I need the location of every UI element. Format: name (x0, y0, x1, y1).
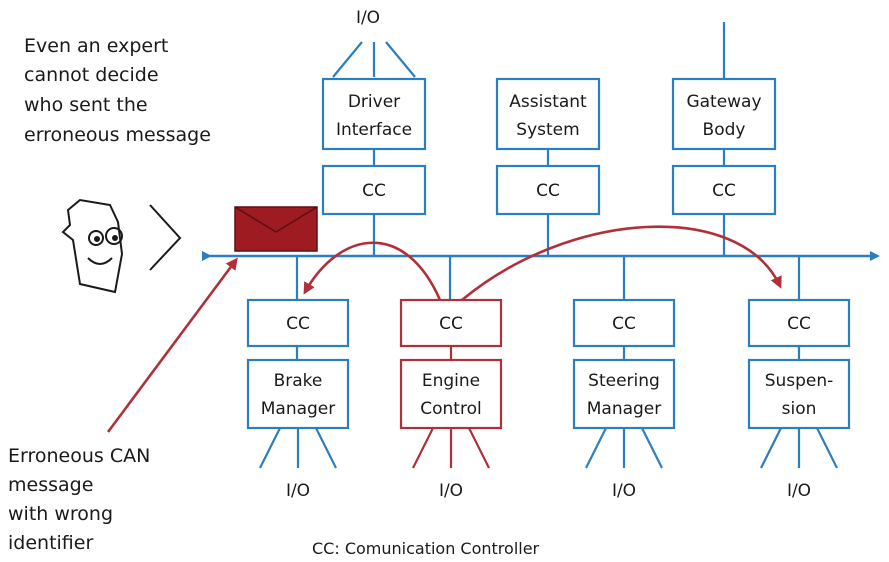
node-driver-interface: Driver Interface CC (321, 77, 427, 256)
node-suspension: CC Suspen- sion I/O (747, 256, 851, 501)
svg-text:Manager: Manager (261, 399, 336, 419)
expert-note: Even an expert cannot decide who sent th… (24, 35, 211, 146)
error-arrow-to-brake (303, 241, 442, 301)
face-icon (61, 198, 182, 294)
svg-text:sion: sion (782, 399, 817, 419)
node-brake-manager: CC Brake Manager I/O (246, 256, 350, 501)
node-steering-manager: CC Steering Manager I/O (572, 256, 676, 501)
svg-text:CC: CC (362, 181, 386, 201)
legend-caption: CC: Comunication Controller (312, 539, 540, 558)
error-note: Erroneous CAN message with wrong identif… (8, 445, 156, 554)
svg-text:I/O: I/O (286, 481, 310, 501)
svg-text:I/O: I/O (787, 481, 811, 501)
svg-text:System: System (516, 120, 579, 140)
svg-text:Interface: Interface (336, 120, 412, 140)
node-engine-control: CC Engine Control I/O (399, 256, 503, 501)
svg-text:Brake: Brake (274, 371, 323, 391)
error-pointer-arrow (106, 257, 238, 433)
svg-text:CC: CC (612, 314, 636, 334)
node-assistant-system: Assistant System CC (495, 77, 601, 256)
svg-text:Manager: Manager (587, 399, 662, 419)
svg-text:Driver: Driver (348, 92, 400, 112)
svg-text:CC: CC (439, 314, 463, 334)
svg-text:Gateway: Gateway (686, 92, 761, 112)
svg-text:Assistant: Assistant (509, 92, 587, 112)
svg-text:Engine: Engine (422, 371, 480, 391)
svg-text:CC: CC (787, 314, 811, 334)
top-io-label: I/O (356, 8, 380, 28)
svg-text:Suspen-: Suspen- (765, 371, 834, 391)
svg-text:I/O: I/O (612, 481, 636, 501)
svg-text:CC: CC (536, 181, 560, 201)
svg-text:Control: Control (420, 399, 481, 419)
svg-text:Steering: Steering (588, 371, 660, 391)
driver-io-wires (332, 41, 416, 78)
svg-text:CC: CC (286, 314, 310, 334)
error-arrow-to-suspension (461, 225, 782, 301)
node-gateway-body: Gateway Body CC (671, 77, 777, 256)
svg-text:I/O: I/O (439, 481, 463, 501)
svg-text:CC: CC (712, 181, 736, 201)
svg-text:Body: Body (703, 120, 746, 140)
envelope-icon (234, 206, 318, 252)
